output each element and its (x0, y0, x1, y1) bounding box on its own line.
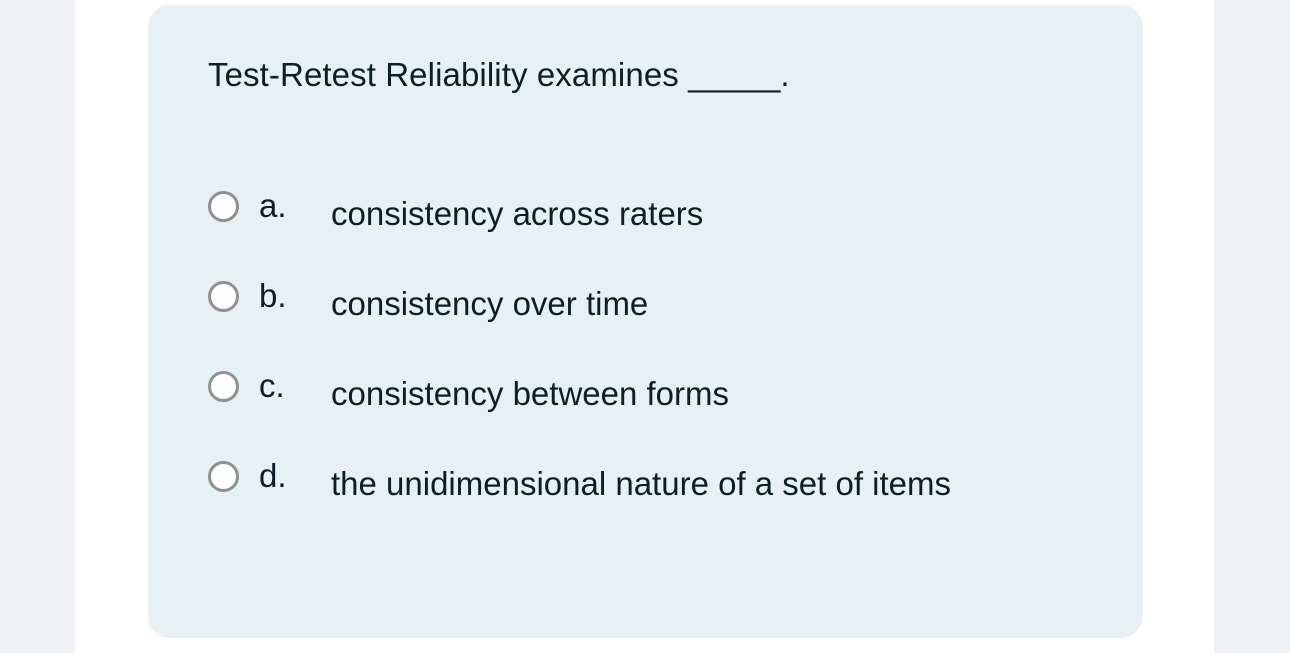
answer-options-list: a. consistency across raters b. consiste… (208, 183, 1128, 515)
question-stem: Test-Retest Reliability examines _____. (208, 56, 790, 93)
option-letter-a: a. (259, 187, 287, 224)
option-text-a[interactable]: consistency across raters (331, 195, 704, 232)
option-row-b[interactable]: b. consistency over time (208, 273, 1128, 335)
radio-button-a[interactable] (208, 191, 239, 222)
option-text-c[interactable]: consistency between forms (331, 375, 730, 412)
radio-button-c[interactable] (208, 371, 239, 402)
option-text-b[interactable]: consistency over time (331, 285, 649, 322)
option-row-c[interactable]: c. consistency between forms (208, 363, 1128, 425)
option-letter-b: b. (259, 277, 287, 314)
radio-button-b[interactable] (208, 281, 239, 312)
option-row-a[interactable]: a. consistency across raters (208, 183, 1128, 245)
option-text-d[interactable]: the unidimensional nature of a set of it… (331, 465, 952, 502)
question-card: Test-Retest Reliability examines _____. … (148, 5, 1143, 638)
radio-button-d[interactable] (208, 461, 239, 492)
option-row-d[interactable]: d. the unidimensional nature of a set of… (208, 453, 1128, 515)
option-letter-c: c. (259, 367, 285, 404)
option-letter-d: d. (259, 457, 287, 494)
